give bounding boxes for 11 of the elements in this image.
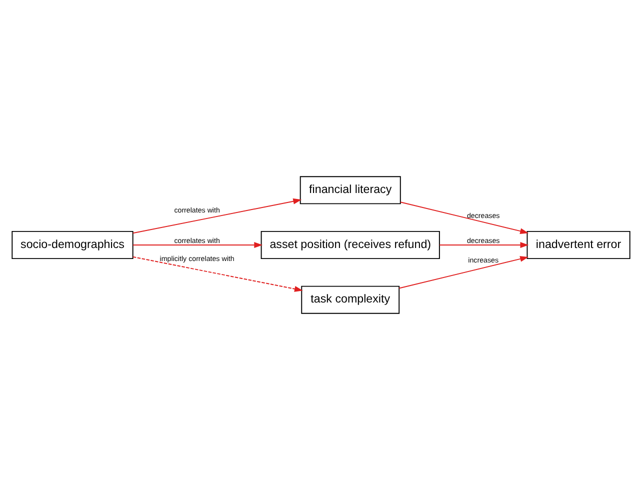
arrow <box>400 201 529 234</box>
node-box: task complexity <box>301 285 400 314</box>
arrow <box>132 198 302 234</box>
arrow <box>398 256 528 288</box>
arrow <box>132 256 303 292</box>
node-box: socio-demographics <box>12 230 134 259</box>
arrow <box>132 242 263 248</box>
node-box: asset position (receives refund) <box>260 230 440 259</box>
arrow <box>439 242 529 248</box>
node-box: inadvertent error <box>526 230 630 259</box>
node-box: financial literacy <box>300 176 401 204</box>
